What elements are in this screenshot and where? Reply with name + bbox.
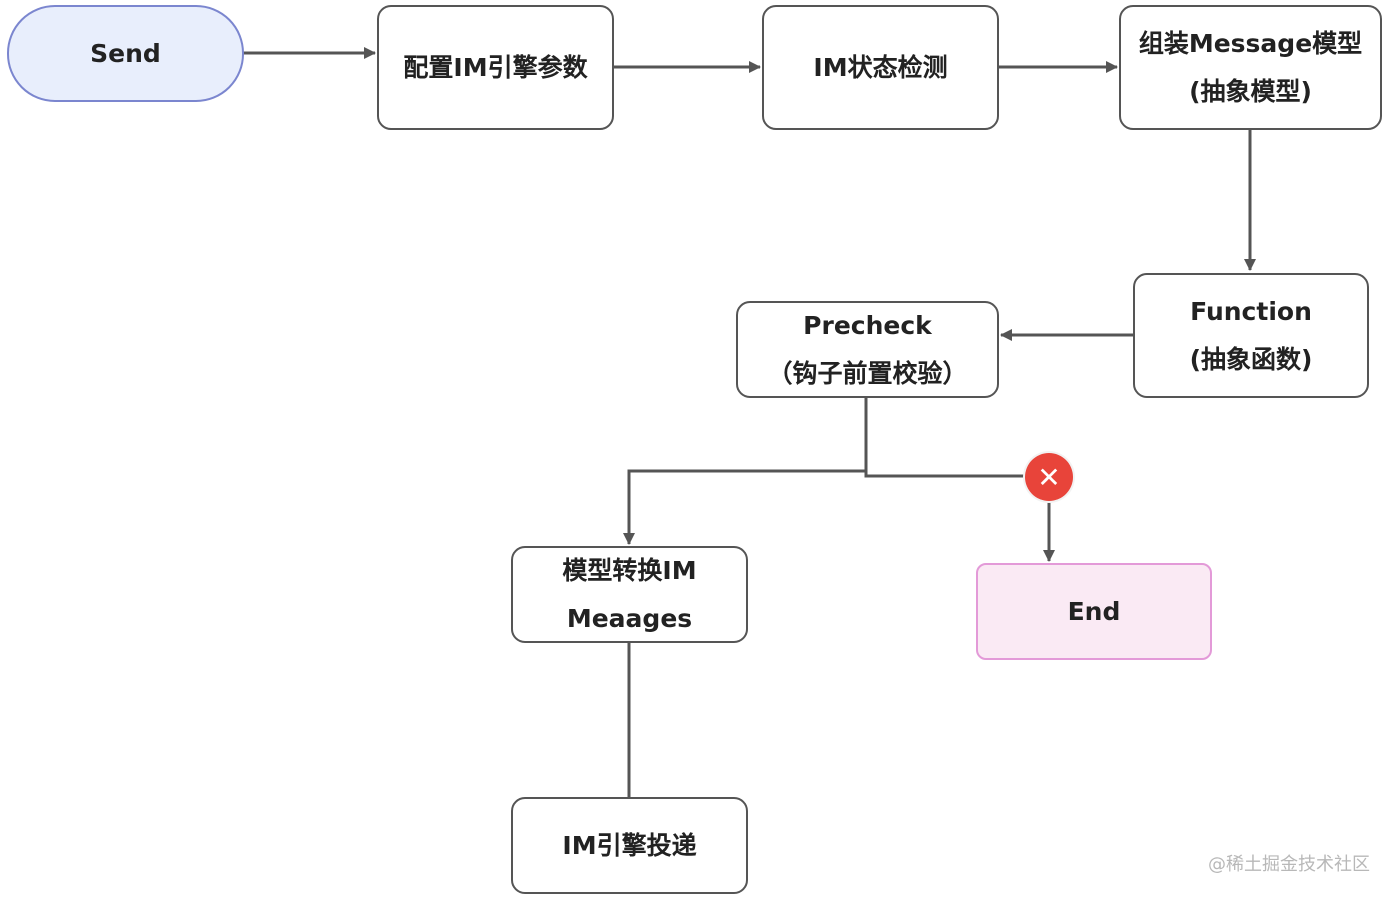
node-im-status-check: IM状态检测	[762, 5, 999, 130]
node-function-label-1: Function	[1190, 296, 1312, 326]
node-config-label: 配置IM引擎参数	[403, 52, 588, 82]
node-im-engine-deliver: IM引擎投递	[511, 797, 748, 894]
node-deliver-label: IM引擎投递	[562, 830, 697, 860]
edge-precheck-to-end	[864, 471, 1055, 562]
node-assemble-label-1: 组装Message模型	[1138, 28, 1363, 58]
node-precheck-label-2: （钩子前置校验）	[767, 358, 968, 388]
edge-precheck-to-convert	[623, 398, 868, 545]
node-convert-label-1: 模型转换IM	[562, 555, 697, 585]
node-end: End	[976, 563, 1212, 660]
node-function: Function (抽象函数)	[1133, 273, 1369, 398]
node-function-label-2: (抽象函数)	[1189, 344, 1313, 374]
node-convert-im-messages: 模型转换IM Meaages	[511, 546, 748, 643]
node-precheck-label-1: Precheck	[803, 310, 932, 340]
node-config-im-engine-params: 配置IM引擎参数	[377, 5, 614, 130]
node-status-label: IM状态检测	[813, 52, 948, 82]
node-end-label: End	[1067, 596, 1121, 626]
node-convert-label-2: Meaages	[566, 603, 693, 633]
node-send: Send	[7, 5, 244, 102]
error-x-icon: ✕	[1025, 453, 1073, 501]
node-precheck: Precheck （钩子前置校验）	[736, 301, 999, 398]
error-x-symbol: ✕	[1037, 460, 1061, 494]
watermark-text: @稀土掘金技术社区	[1208, 854, 1370, 875]
node-assemble-label-2: (抽象模型)	[1189, 76, 1312, 106]
node-send-label: Send	[90, 38, 161, 68]
node-assemble-message-model: 组装Message模型 (抽象模型)	[1119, 5, 1382, 130]
